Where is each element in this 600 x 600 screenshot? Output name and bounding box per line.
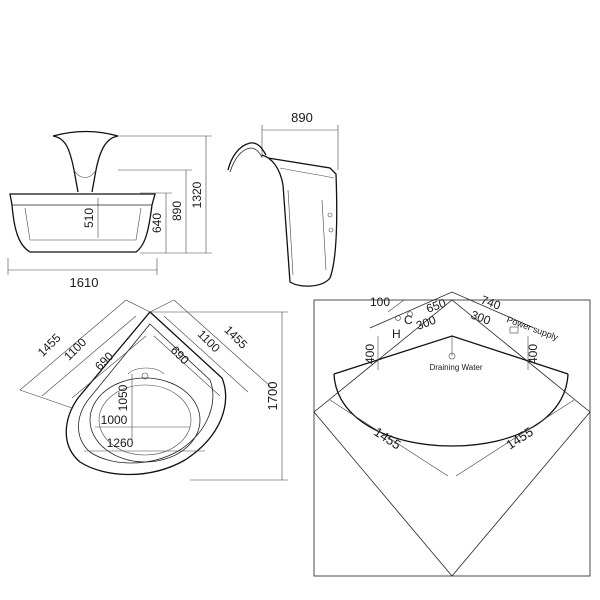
dim-left-ext-bottom <box>19 389 73 409</box>
install-hot-label: H <box>392 327 401 341</box>
install-wall-top <box>313 299 591 413</box>
dim-plan-bowl-depth: 1050 <box>116 384 130 411</box>
plan-outer-shell <box>65 311 227 476</box>
power-outlet-icon <box>509 326 519 334</box>
install-power-label: Power supply <box>505 314 560 342</box>
install-height-right: 400 <box>526 344 540 364</box>
dim-plan-bowl-width: 1000 <box>101 413 128 427</box>
install-view: Draining Water H C 100 650 300 740 300 P… <box>313 291 591 577</box>
dim-1455-left-line <box>19 299 127 391</box>
drain-icon <box>448 352 456 360</box>
side-jet-lower <box>328 227 334 233</box>
side-spout-inner <box>229 147 263 173</box>
dim-front-overall-height: 1320 <box>190 181 204 208</box>
plan-filler <box>141 372 149 380</box>
dim-plan-side-a: 1455 <box>35 331 64 360</box>
install-drain-offset-b: 300 <box>469 308 493 328</box>
dim-plan-inner-b: 1100 <box>195 327 223 355</box>
dim-1455-wall-left-line <box>329 399 449 477</box>
side-spout <box>227 142 267 171</box>
dim-plan-side-b: 1455 <box>221 323 250 352</box>
dim-1455-wall-right-line <box>455 399 575 477</box>
install-height-left: 400 <box>363 344 377 364</box>
side-rim-line <box>279 167 335 179</box>
dim-front-rim-height: 640 <box>150 213 164 233</box>
side-jet-upper <box>327 212 333 218</box>
install-wall-upper <box>369 291 535 329</box>
front-faucet-neck <box>73 169 97 178</box>
dim-front-width: 1610 <box>70 275 99 290</box>
install-drain-offset-a: 300 <box>414 313 438 333</box>
install-depth-740: 740 <box>479 293 503 313</box>
dim-side-depth: 890 <box>291 110 313 125</box>
side-tub-body <box>261 154 338 287</box>
side-view: 890 <box>227 110 339 287</box>
install-tub-arc <box>333 373 569 447</box>
dim-690-left-line <box>71 335 147 399</box>
install-drain-label: Draining Water <box>429 363 482 372</box>
dim-right-ext-top <box>149 299 175 313</box>
dim-left-ext-top <box>125 299 151 313</box>
plan-view: 1455 1100 690 1455 1100 690 1050 1000 12… <box>19 299 288 481</box>
front-tub-body <box>9 193 156 253</box>
dim-plan-outer-width: 1260 <box>107 436 134 450</box>
dim-690-right-line <box>153 335 221 397</box>
dim-plan-diagonal: 1700 <box>265 382 280 411</box>
front-faucet-top <box>52 130 119 137</box>
front-inner-basin <box>24 207 142 241</box>
front-faucet-outline <box>52 135 119 193</box>
install-cold-label: C <box>404 313 413 327</box>
front-view: 1610 510 640 890 1320 <box>7 130 212 290</box>
dim-1100-right-line <box>163 315 249 393</box>
install-pipe-height: 650 <box>424 296 448 316</box>
plan-headrest <box>127 367 165 375</box>
install-wall-a: 1455 <box>371 424 403 452</box>
dim-front-inner-depth: 510 <box>82 208 96 228</box>
cold-pipe-icon <box>407 311 413 317</box>
install-floor-outline <box>313 411 591 577</box>
hot-pipe-icon <box>395 315 401 321</box>
dim-1100-left-line <box>41 315 137 397</box>
install-supply-offset: 100 <box>370 295 390 309</box>
dim-1455-right-line <box>173 299 271 387</box>
plan-rim <box>78 323 214 464</box>
dim-front-total-height: 890 <box>170 201 184 221</box>
plan-bowl-inner <box>98 384 192 456</box>
plan-bowl <box>89 377 201 463</box>
side-panel-lines <box>287 189 327 276</box>
dim-100-line <box>387 299 405 313</box>
